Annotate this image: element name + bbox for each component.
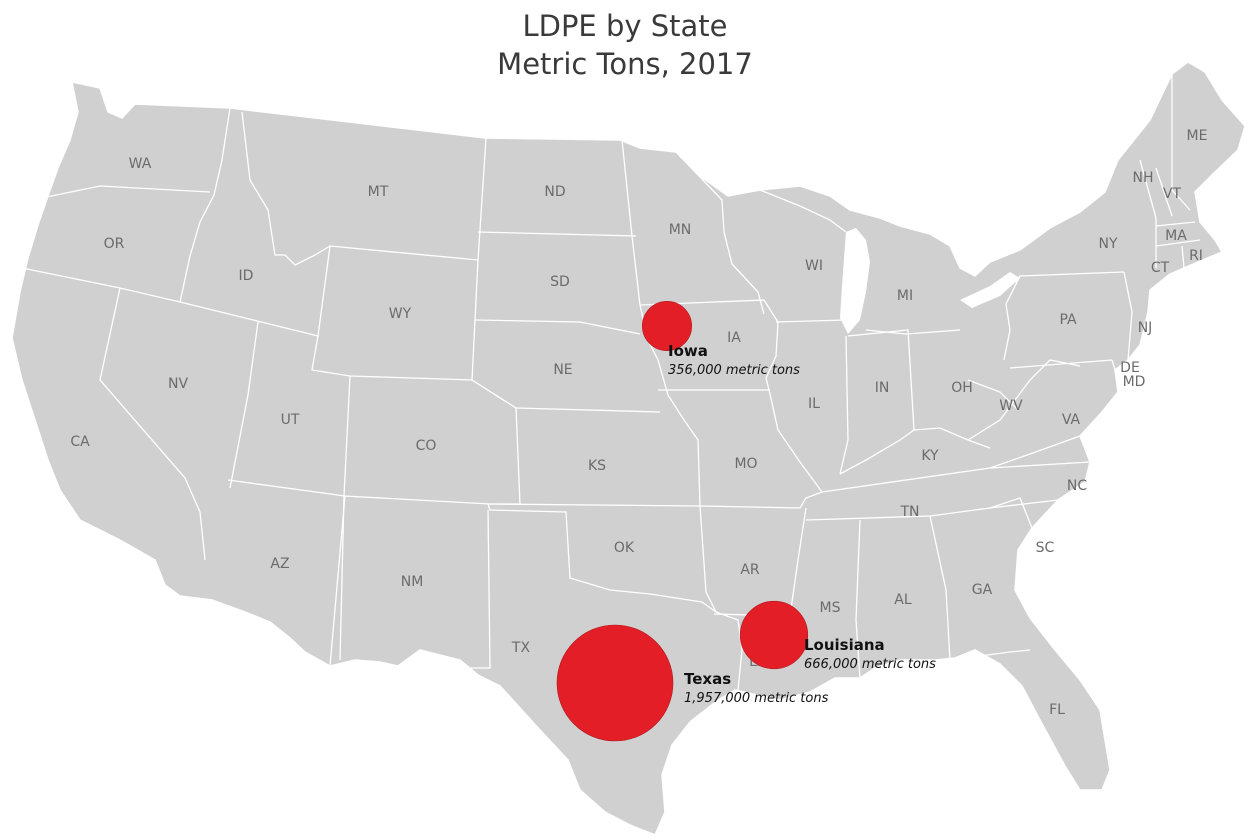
state-label-tx: TX bbox=[511, 640, 531, 656]
state-label-nj: NJ bbox=[1138, 320, 1153, 336]
state-label-ks: KS bbox=[588, 458, 606, 474]
callouts: Iowa 356,000 metric tons Louisiana 666,0… bbox=[668, 342, 936, 706]
state-label-ma: MA bbox=[1165, 228, 1187, 244]
state-label-ca: CA bbox=[70, 434, 90, 450]
state-labels: WA OR CA ID NV MT WY UT AZ CO NM ND SD N… bbox=[70, 128, 1207, 718]
state-label-de: DE bbox=[1120, 360, 1140, 376]
state-label-ar: AR bbox=[740, 562, 760, 578]
us-land-outline bbox=[11, 61, 1246, 836]
state-label-wv: WV bbox=[999, 398, 1023, 414]
bubbles bbox=[556, 300, 809, 742]
lake-erie bbox=[960, 272, 1020, 308]
state-label-ok: OK bbox=[614, 540, 635, 556]
state-label-co: CO bbox=[416, 438, 437, 454]
state-label-nc: NC bbox=[1067, 478, 1087, 494]
state-label-nm: NM bbox=[401, 574, 424, 590]
state-label-va: VA bbox=[1062, 412, 1081, 428]
state-label-me: ME bbox=[1187, 128, 1208, 144]
state-label-nv: NV bbox=[168, 376, 188, 392]
callout-iowa-name: Iowa bbox=[668, 342, 708, 360]
state-label-ia: IA bbox=[727, 330, 741, 346]
bubble-texas bbox=[556, 624, 674, 742]
state-label-ct: CT bbox=[1151, 260, 1170, 276]
state-label-wi: WI bbox=[805, 258, 823, 274]
state-label-mt: MT bbox=[368, 184, 389, 200]
map-title: LDPE by State bbox=[522, 9, 728, 43]
bubble-iowa bbox=[641, 300, 692, 351]
callout-texas-value: 1,957,000 metric tons bbox=[684, 691, 829, 706]
bubble-louisiana bbox=[739, 600, 809, 670]
state-label-nh: NH bbox=[1133, 170, 1154, 186]
map-subtitle: Metric Tons, 2017 bbox=[497, 47, 753, 81]
state-label-tn: TN bbox=[899, 504, 919, 520]
state-label-az: AZ bbox=[270, 556, 289, 572]
state-label-ga: GA bbox=[972, 582, 993, 598]
state-label-ri: RI bbox=[1189, 248, 1203, 264]
state-label-al: AL bbox=[894, 592, 912, 608]
state-label-wa: WA bbox=[129, 156, 152, 172]
state-label-pa: PA bbox=[1059, 312, 1077, 328]
state-label-mi: MI bbox=[897, 288, 913, 304]
state-label-ky: KY bbox=[921, 448, 939, 464]
callout-texas-name: Texas bbox=[684, 670, 731, 688]
callout-iowa-value: 356,000 metric tons bbox=[668, 363, 800, 378]
state-label-nd: ND bbox=[544, 184, 565, 200]
state-label-wy: WY bbox=[389, 306, 412, 322]
lake-michigan bbox=[840, 228, 870, 334]
state-label-fl: FL bbox=[1049, 702, 1065, 718]
state-label-in: IN bbox=[875, 380, 890, 396]
state-label-ut: UT bbox=[281, 412, 300, 428]
callout-louisiana-value: 666,000 metric tons bbox=[804, 657, 936, 672]
state-label-or: OR bbox=[104, 236, 125, 252]
state-label-ny: NY bbox=[1098, 236, 1117, 252]
state-label-id: ID bbox=[239, 268, 254, 284]
state-label-md: MD bbox=[1123, 374, 1146, 390]
state-label-mo: MO bbox=[734, 456, 757, 472]
state-label-oh: OH bbox=[951, 380, 973, 396]
state-label-il: IL bbox=[808, 396, 820, 412]
state-label-vt: VT bbox=[1163, 186, 1182, 202]
state-label-sd: SD bbox=[550, 274, 570, 290]
state-label-ms: MS bbox=[820, 600, 841, 616]
callout-louisiana-name: Louisiana bbox=[804, 636, 885, 654]
state-label-ne: NE bbox=[553, 362, 572, 378]
state-label-sc: SC bbox=[1036, 540, 1055, 556]
state-label-mn: MN bbox=[669, 222, 692, 238]
